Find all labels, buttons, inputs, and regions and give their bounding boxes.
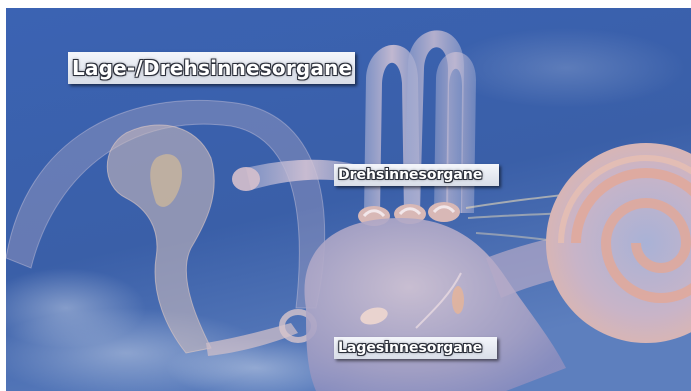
position-organ-label: Lagesinnesorgane [334, 337, 497, 359]
rotation-organ-label: Drehsinnesorgane [334, 164, 499, 186]
title-label: Lage-/Drehsinnesorgane [68, 52, 355, 84]
